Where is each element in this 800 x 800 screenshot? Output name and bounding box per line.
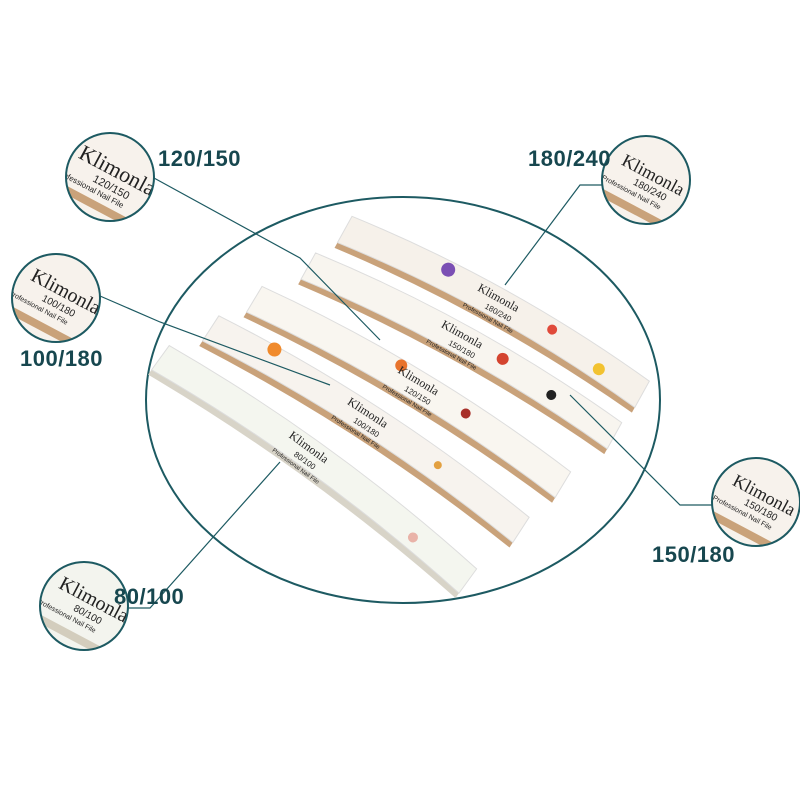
leader-lines [99, 177, 712, 609]
frame-ellipse [145, 196, 661, 604]
callout-circle-120-150: Klimonla 120/150 Professional Nail File [65, 132, 155, 222]
label-120-150: 120/150 [158, 146, 242, 171]
label-150-180: 150/180 [652, 542, 736, 567]
callout-circle-100-180: Klimonla 100/180 Professional Nail File [11, 253, 101, 343]
label-100-180: 100/180 [20, 346, 104, 371]
callout-circle-80-100: Klimonla 80/100 Professional Nail File [39, 561, 129, 651]
nail-file-100-180: Klimonla 100/180 Professional Nail File [199, 315, 530, 548]
nail-file-120-150: Klimonla 120/150 Professional Nail File [243, 285, 572, 503]
label-180-240: 180/240 [528, 146, 612, 171]
callout-circle-150-180: Klimonla 150/180 Professional Nail File [711, 457, 800, 547]
label-80-100: 80/100 [114, 584, 185, 609]
nail-file-180-240: Klimonla 180/240 Professional Nail File [334, 215, 651, 413]
callout-circle-180-240: Klimonla 180/240 Professional Nail File [601, 135, 691, 225]
